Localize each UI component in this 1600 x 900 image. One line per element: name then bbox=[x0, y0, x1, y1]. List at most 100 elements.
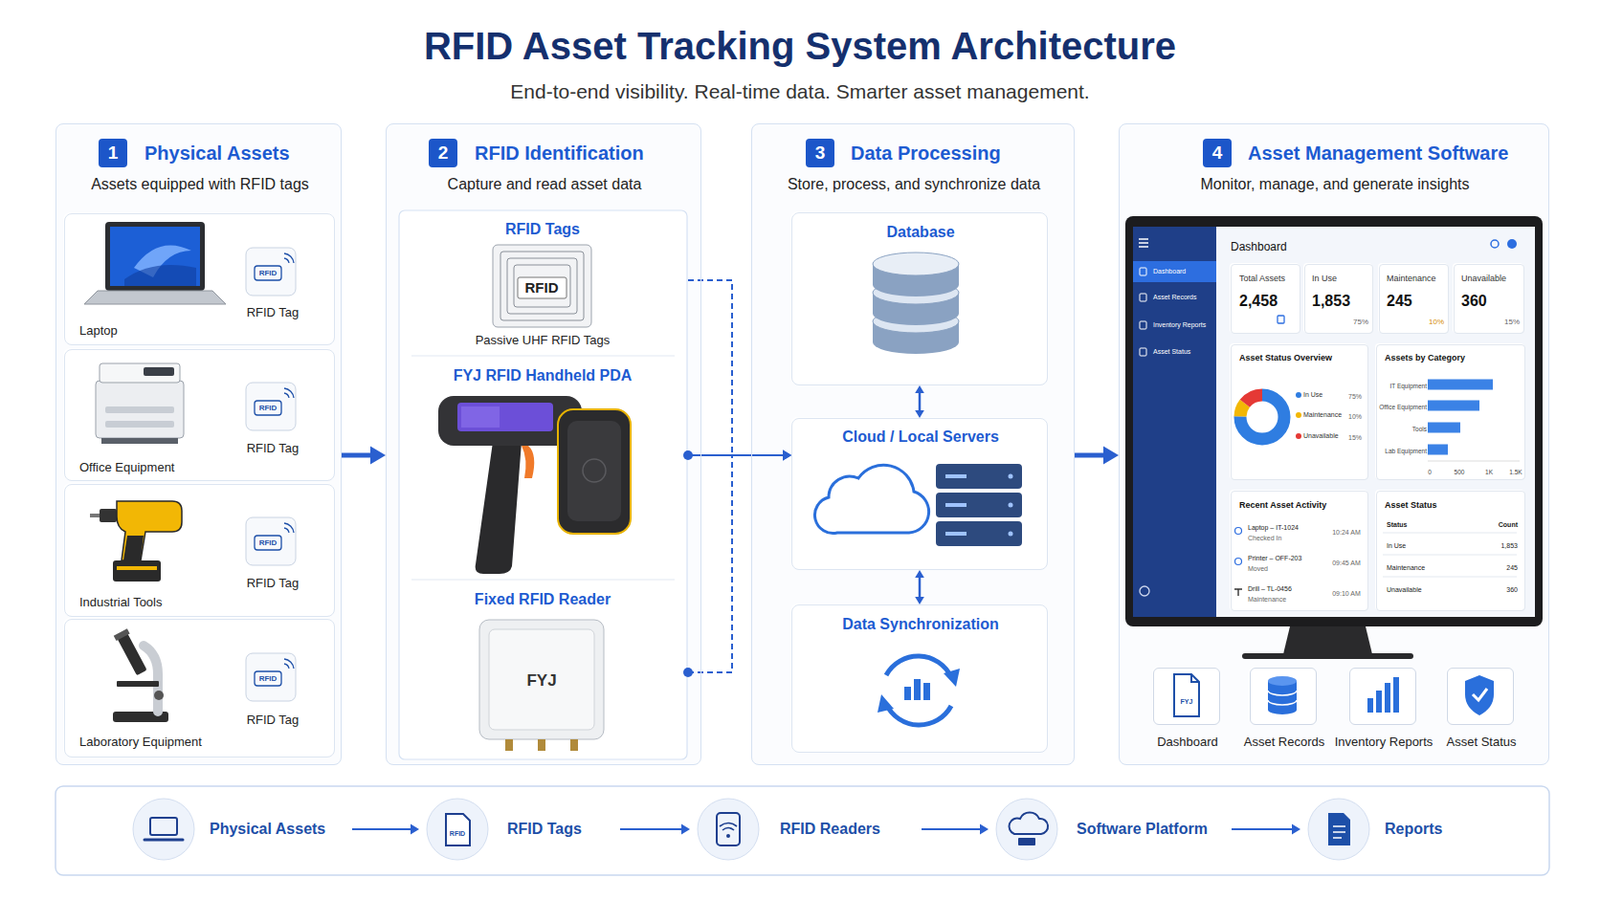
arrow-head bbox=[914, 385, 925, 394]
printer-illustration bbox=[95, 363, 184, 445]
cloud-server-illustration bbox=[945, 474, 967, 479]
kpi-percent: 75% bbox=[1353, 317, 1369, 327]
arrow-head bbox=[782, 450, 792, 462]
cloud-server-illustration bbox=[1008, 503, 1014, 509]
tile-icon bbox=[1393, 677, 1400, 713]
flow-label: RFID Readers bbox=[779, 821, 881, 839]
monitor-illustration bbox=[1229, 263, 1300, 334]
arrow-line bbox=[732, 454, 783, 457]
table-header: Count bbox=[1498, 521, 1518, 530]
flow-icon bbox=[144, 839, 183, 843]
tag-text: RFID bbox=[259, 674, 278, 684]
table-text: 10:24 AM bbox=[1332, 529, 1361, 537]
table-text: Maintenance bbox=[1386, 564, 1425, 573]
panel-ground bbox=[55, 123, 342, 766]
brand-text: FYJ bbox=[1180, 698, 1194, 707]
arrow-line bbox=[921, 828, 980, 831]
microscope-illustration bbox=[113, 628, 150, 677]
feature-tile: Asset Records bbox=[1249, 667, 1317, 726]
printer-illustration bbox=[105, 421, 175, 428]
panel-ground bbox=[385, 123, 702, 766]
flow-icon bbox=[150, 818, 178, 836]
microscope-illustration bbox=[116, 633, 147, 676]
cloud-server-illustration bbox=[935, 464, 1023, 489]
panel-title: Physical Assets bbox=[144, 142, 290, 165]
printer-illustration bbox=[143, 367, 175, 377]
printer-illustration bbox=[105, 406, 175, 414]
flow-step: RFID Readers bbox=[689, 799, 922, 861]
tile-label: Asset Records bbox=[1244, 735, 1326, 751]
step-number: 2 bbox=[428, 138, 458, 168]
card-title: Asset Status Overview bbox=[1239, 353, 1333, 363]
tag-text: RFID bbox=[259, 403, 278, 413]
handheld-pda-illustration bbox=[461, 406, 500, 428]
flow-icon bbox=[716, 813, 740, 846]
panel-ground bbox=[399, 210, 688, 760]
card-title: Asset Status bbox=[1384, 500, 1438, 511]
sync-illustration bbox=[904, 687, 912, 701]
flow-label: RFID Tags bbox=[507, 821, 582, 839]
activity-panel: Recent Asset ActivityLaptop – IT-1024Che… bbox=[1230, 490, 1369, 612]
section-title: Fixed RFID Reader bbox=[474, 591, 611, 609]
flow-icon bbox=[133, 799, 195, 861]
arrow-head bbox=[1103, 445, 1119, 465]
donut-chart bbox=[1240, 395, 1285, 440]
arrow-line bbox=[620, 828, 682, 831]
axis-label: IT Equipment bbox=[1389, 382, 1427, 390]
arrow-head bbox=[370, 445, 386, 465]
menu-item: Inventory Reports bbox=[1153, 321, 1206, 330]
table-text: Moved bbox=[1247, 565, 1268, 574]
table-text: 360 bbox=[1506, 586, 1518, 595]
section-title: Data Synchronization bbox=[842, 616, 1000, 634]
tile-label: Asset Status bbox=[1446, 735, 1517, 751]
step-number: 4 bbox=[1202, 138, 1232, 168]
sync-illustration bbox=[877, 656, 960, 726]
monitor-illustration bbox=[1242, 653, 1414, 660]
table-text: 75% bbox=[1348, 393, 1362, 401]
diagram-title: RFID Asset Tracking System Architecture bbox=[423, 23, 1177, 68]
monitor-illustration bbox=[1139, 321, 1147, 330]
subtitle: End-to-end visibility. Real-time data. S… bbox=[510, 80, 1089, 104]
tile-label: Inventory Reports bbox=[1334, 735, 1434, 751]
screen-title: Dashboard bbox=[1230, 241, 1288, 255]
table-text: Unavailable bbox=[1386, 586, 1423, 595]
arrow-line bbox=[1074, 453, 1104, 459]
donut-chart bbox=[1240, 395, 1285, 440]
kpi-value: 1,853 bbox=[1311, 292, 1351, 311]
monitor-illustration bbox=[1216, 226, 1535, 618]
table-text: Checked In bbox=[1247, 534, 1282, 543]
tag-icon bbox=[245, 382, 296, 431]
table-text: In Use bbox=[1386, 542, 1406, 551]
card-title: Recent Asset Activity bbox=[1239, 500, 1327, 511]
item-label: RFID Tag bbox=[246, 713, 300, 729]
item-label: Laboratory Equipment bbox=[79, 735, 202, 751]
arrow-head bbox=[979, 824, 989, 836]
panel-ground bbox=[55, 786, 1550, 876]
drill-illustration bbox=[123, 535, 144, 561]
dashed-connector bbox=[688, 455, 733, 673]
drill-illustration bbox=[89, 501, 182, 582]
connector bbox=[352, 824, 420, 836]
panel-ground bbox=[1152, 666, 1220, 725]
tile-icon bbox=[1267, 690, 1297, 706]
monitor-illustration bbox=[1139, 267, 1147, 276]
monitor-illustration bbox=[1382, 577, 1517, 578]
handheld-pda-illustration bbox=[557, 409, 631, 534]
kpi-percent: 10% bbox=[1428, 317, 1445, 327]
monitor-illustration bbox=[1377, 263, 1448, 334]
kpi-label: Total Assets bbox=[1239, 273, 1286, 284]
item-label: Passive UHF RFID Tags bbox=[475, 333, 611, 349]
panel-ground bbox=[790, 211, 1047, 385]
kpi-card: In Use1,85375% bbox=[1304, 264, 1374, 334]
monitor-illustration bbox=[1138, 239, 1149, 247]
flow-icon bbox=[996, 799, 1058, 861]
axis-label: Tools bbox=[1412, 425, 1427, 433]
monitor-illustration bbox=[1382, 555, 1517, 556]
monitor-illustration bbox=[1375, 489, 1525, 611]
table-text: Laptop – IT-1024 bbox=[1247, 524, 1299, 533]
tag-icon bbox=[254, 266, 282, 281]
panel-subtitle: Monitor, manage, and generate insights bbox=[1200, 176, 1469, 194]
panel-title: Data Processing bbox=[850, 142, 1001, 165]
table-text: 1,853 bbox=[1500, 542, 1518, 551]
tag-text: RFID bbox=[259, 268, 278, 278]
